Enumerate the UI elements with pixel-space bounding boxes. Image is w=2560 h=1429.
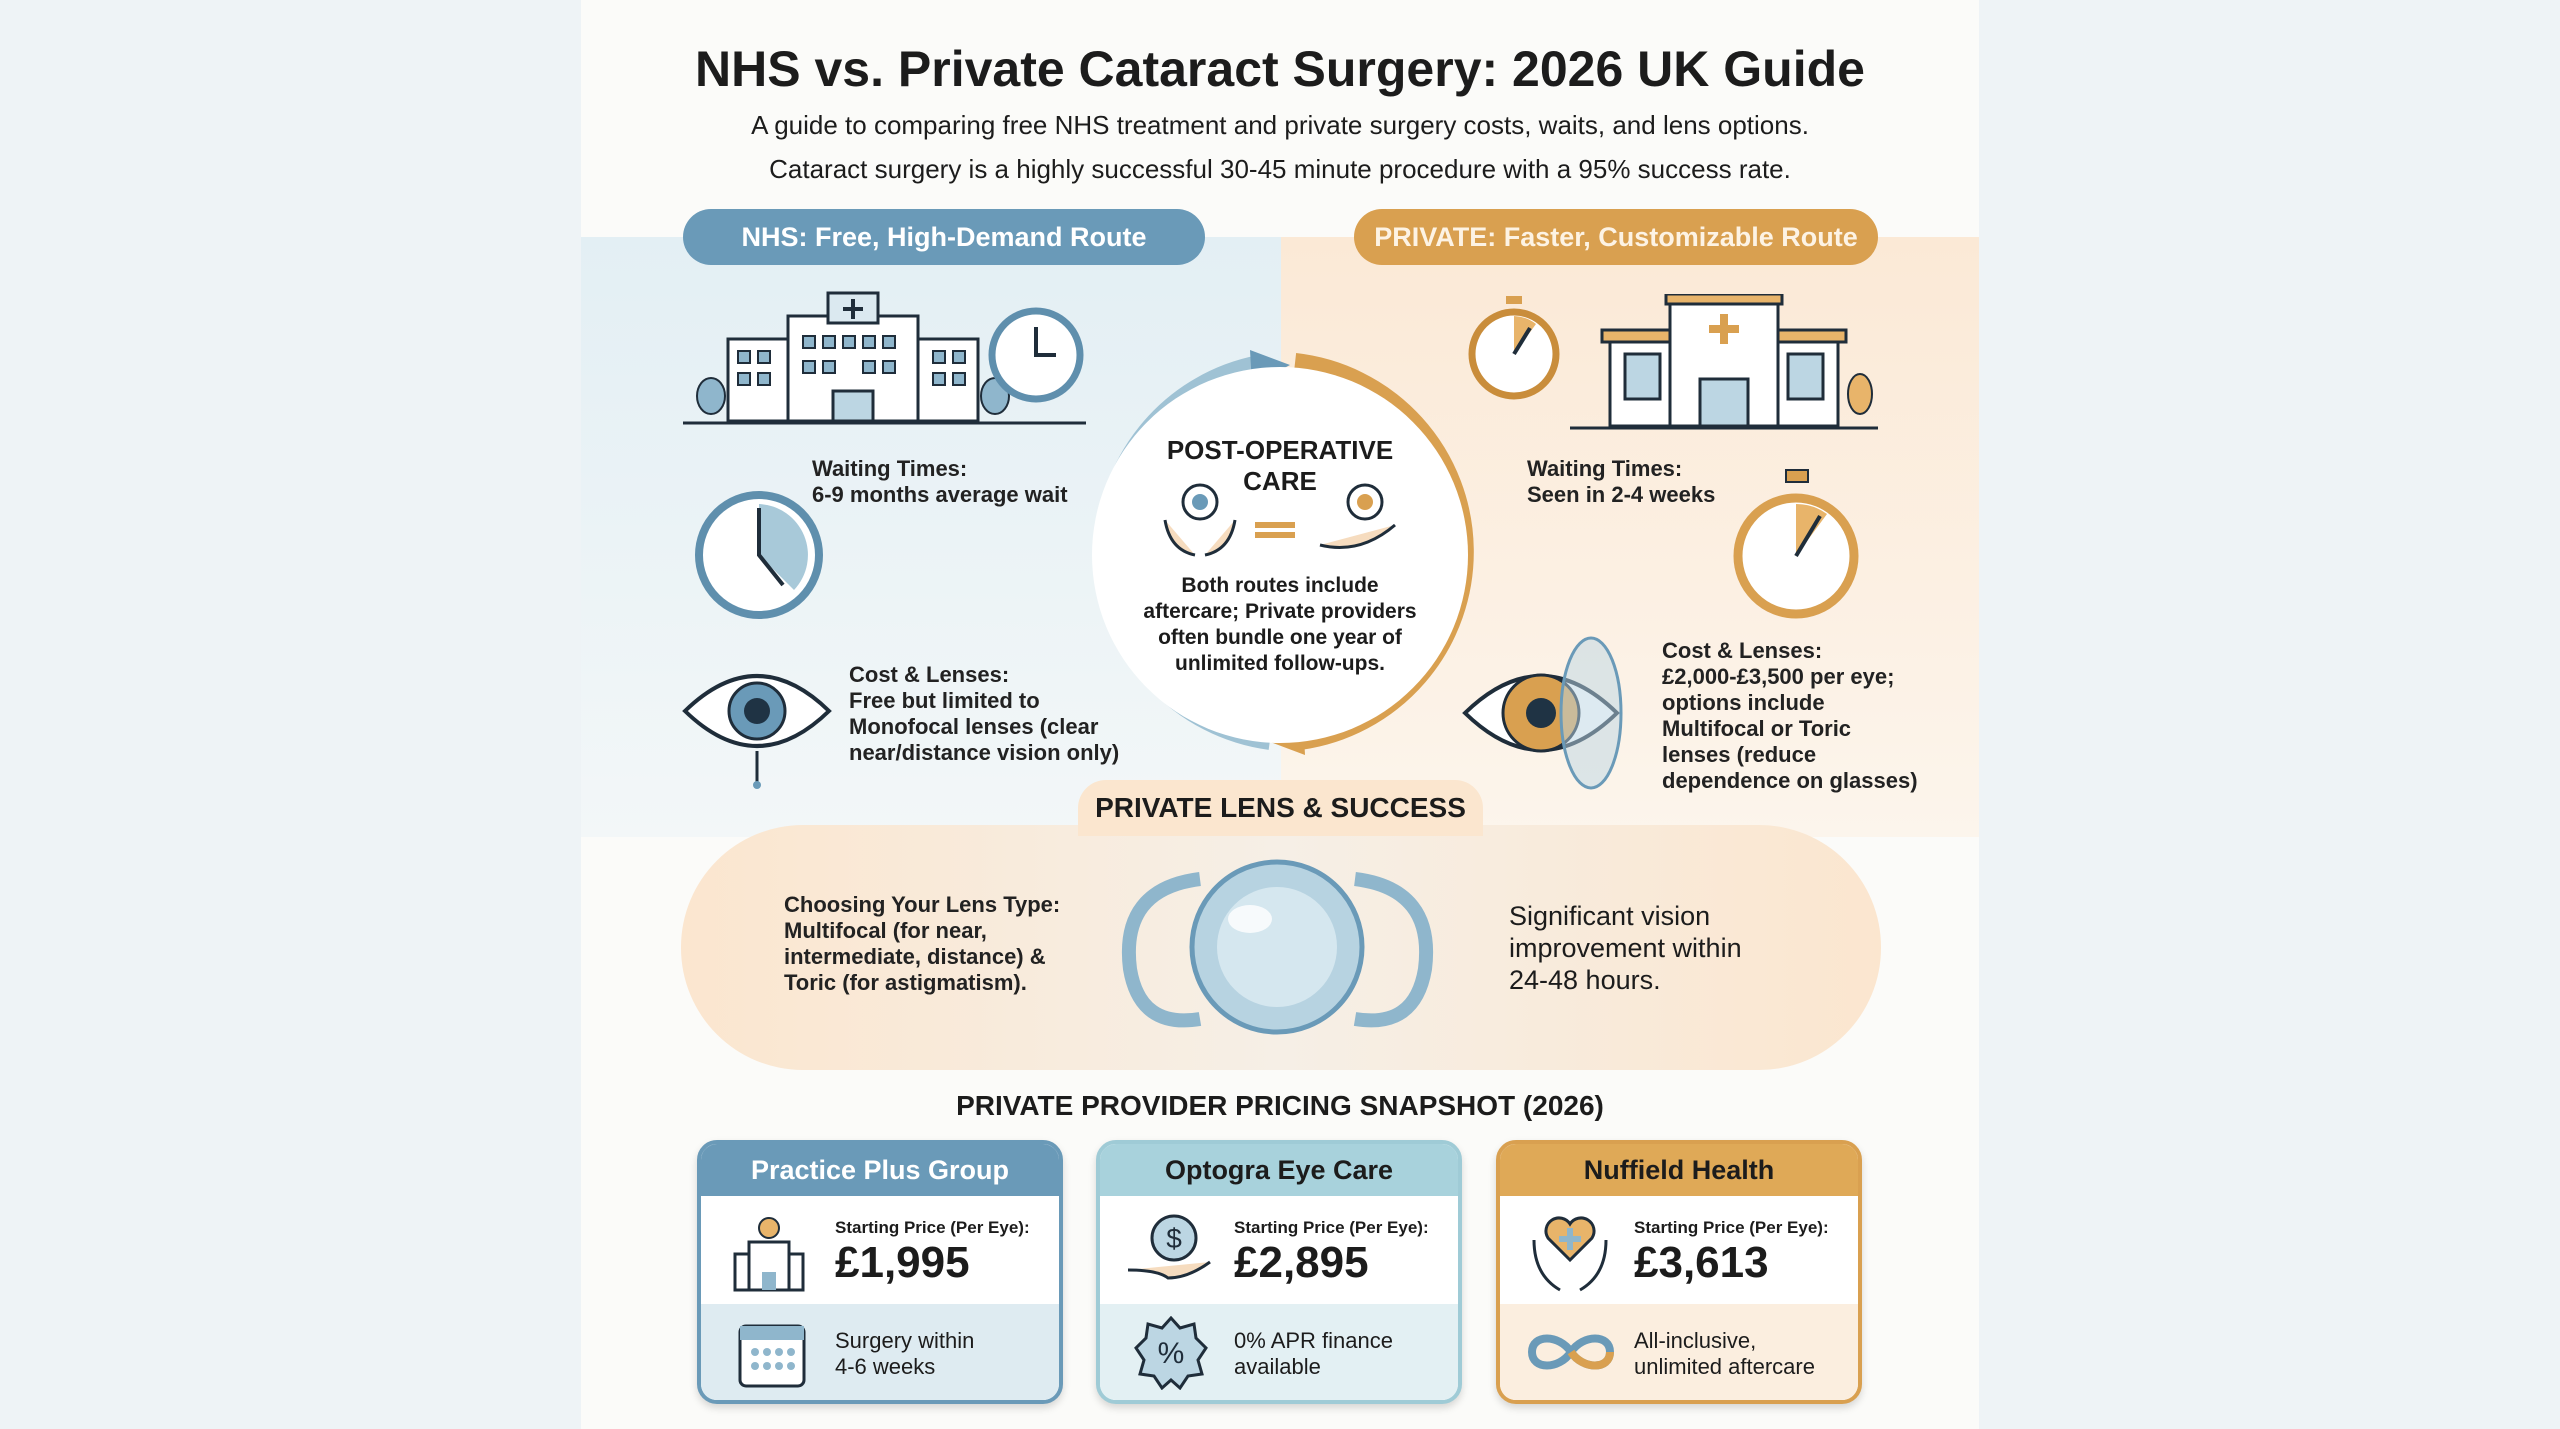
nhs-cost-line: Free but limited to [849,688,1040,713]
note-line: All-inclusive, [1634,1328,1757,1353]
post-op-line: unlimited follow-ups. [1175,652,1385,675]
price-label: Starting Price (Per Eye): [1634,1218,1829,1237]
private-wait-text: Seen in 2-4 weeks [1527,482,1716,507]
post-op-line: often bundle one year of [1158,626,1402,649]
stopwatch-icon [1468,296,1560,400]
lens-type-title: Choosing Your Lens Type: [784,892,1061,917]
nhs-wait-text: 6-9 months average wait [812,482,1068,507]
stopwatch-icon [1733,469,1859,619]
eye-care-hands-icon [1163,483,1396,557]
page-title: NHS vs. Private Cataract Surgery: 2026 U… [695,41,1865,97]
nhs-route-pill: NHS: Free, High-Demand Route [683,209,1205,265]
private-cost-line: Multifocal or Toric [1662,716,1852,741]
post-op-circle [1092,367,1468,743]
lens-type-line: intermediate, distance) & [784,944,1046,969]
post-op-line: aftercare; Private providers [1143,600,1417,623]
provider-name: Nuffield Health [1500,1144,1858,1196]
nhs-cost-title: Cost & Lenses: [849,662,1010,687]
pricing-title: PRIVATE PROVIDER PRICING SNAPSHOT (2026) [956,1090,1604,1121]
price-value: £3,613 [1634,1238,1769,1287]
private-cost-line: dependence on glasses) [1662,768,1918,793]
provider-name: Optogra Eye Care [1100,1144,1458,1196]
lens-section-title: PRIVATE LENS & SUCCESS [1078,780,1483,836]
lens-type-line: Multifocal (for near, [784,918,987,943]
hospital-icon [683,291,1086,425]
svg-text:$: $ [1166,1223,1182,1254]
note-line: 4-6 weeks [835,1354,936,1379]
percent-badge-icon: % [1134,1316,1208,1390]
heart-hands-icon [1532,1216,1608,1292]
eye-lens-icon [1462,636,1623,790]
calendar-icon [738,1324,806,1388]
intraocular-lens-icon [1121,859,1434,1035]
provider-card-nuffield: Nuffield Health Starting Price (Per Eye)… [1496,1140,1862,1404]
lens-success-line: Significant vision [1509,901,1711,931]
lens-type-line: Toric (for astigmatism). [784,970,1027,995]
clock-icon [988,307,1084,403]
post-op-text: Both routes include aftercare; Private pr… [1092,573,1468,677]
nhs-cost-line: near/distance vision only) [849,740,1120,765]
private-cost-line: options include [1662,690,1825,715]
money-hand-icon: $ [1127,1214,1211,1280]
clinic-icon [1570,294,1878,430]
post-op-line: Both routes include [1181,574,1379,597]
hospital-icon [733,1217,805,1292]
lens-success-line: 24-48 hours. [1509,965,1661,995]
private-cost-line: lenses (reduce [1662,742,1817,767]
eye-icon [682,674,832,789]
lens-success-line: improvement within [1509,933,1742,963]
tagline: Cataract surgery is a highly successful … [769,154,1791,184]
provider-card-practice-plus: Practice Plus Group Starting Price (Per … [697,1140,1063,1404]
provider-name: Practice Plus Group [701,1144,1059,1196]
infinity-icon [1527,1334,1615,1370]
svg-text:%: % [1158,1337,1185,1370]
note-line: 0% APR finance [1234,1328,1393,1353]
price-value: £1,995 [835,1238,970,1287]
private-cost-title: Cost & Lenses: [1662,638,1823,663]
price-label: Starting Price (Per Eye): [835,1218,1030,1237]
price-value: £2,895 [1234,1238,1369,1287]
note-line: unlimited aftercare [1634,1354,1815,1379]
clock-icon [695,491,823,619]
private-route-pill: PRIVATE: Faster, Customizable Route [1354,209,1878,265]
post-op-title-line: CARE [1243,466,1317,496]
nhs-cost-line: Monofocal lenses (clear [849,714,1099,739]
nhs-wait-title: Waiting Times: [812,456,968,481]
private-wait-title: Waiting Times: [1527,456,1683,481]
post-op-title-line: POST-OPERATIVE [1166,435,1394,465]
private-cost-line: £2,000-£3,500 per eye; [1662,664,1895,689]
subtitle: A guide to comparing free NHS treatment … [751,110,1809,140]
note-line: available [1234,1354,1321,1379]
provider-card-optegra: Optogra Eye Care $ Starting Price (Per E… [1096,1140,1462,1404]
price-label: Starting Price (Per Eye): [1234,1218,1429,1237]
note-line: Surgery within [835,1328,975,1353]
provider-note: All-inclusive,unlimited aftercare [1634,1328,1815,1380]
